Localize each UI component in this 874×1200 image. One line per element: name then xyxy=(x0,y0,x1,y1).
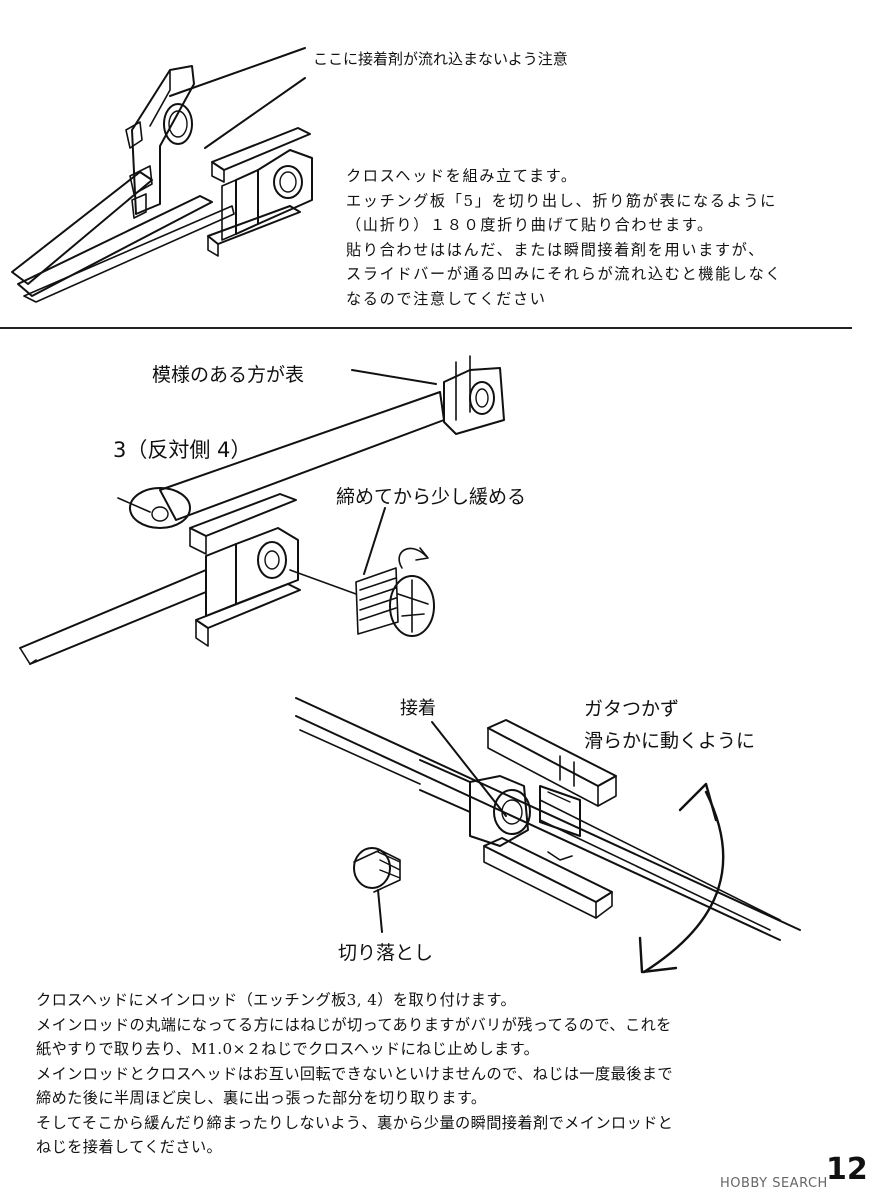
step2-line: そしてそこから緩んだり締まったりしないよう、裏から少量の瞬間接着剤でメインロッド… xyxy=(36,1113,674,1132)
cut-off-label: 切り落とし xyxy=(338,942,434,964)
mainrod-crosshead-illustration xyxy=(19,355,505,665)
glue-label: 接着 xyxy=(400,698,436,719)
step2-line: メインロッドの丸端になってる方にはねじが切ってありますがバリが残ってるので、これ… xyxy=(36,1015,672,1034)
tighten-loosen-label: 締めてから少し緩める xyxy=(336,486,527,508)
step2-line: ねじを接着してください。 xyxy=(36,1138,223,1156)
step1-instructions: クロスヘッドを組み立てます。 エッチング板「5」を切り出し、折り筋が表になるよう… xyxy=(346,164,782,311)
step2-line: メインロッドとクロスヘッドはお互い回転できないといけませんので、ねじは一度最後ま… xyxy=(36,1064,673,1083)
crosshead-etching-illustration xyxy=(11,47,313,303)
front-side-label: 模様のある方が表 xyxy=(152,364,305,386)
smooth-motion-label: 滑らかに動くように xyxy=(584,730,756,752)
step1-line: なるので注意してください xyxy=(346,289,547,308)
glue-caution-note: ここに接着剤が流れ込まないよう注意 xyxy=(313,50,568,68)
step2-line: 締めた後に半周ほど戻し、裏に出っ張った部分を切り取ります。 xyxy=(36,1089,487,1107)
step2-line: クロスヘッドにメインロッド（エッチング板3, 4）を取り付けます。 xyxy=(36,991,517,1009)
step1-line: スライドバーが通る凹みにそれらが流れ込むと機能しなく xyxy=(346,265,783,283)
part-number-label: 3（反対側 4） xyxy=(113,438,252,462)
step1-line: クロスヘッドを組み立てます。 xyxy=(346,167,578,185)
step2-instructions: クロスヘッドにメインロッド（エッチング板3, 4）を取り付けます。 メインロッド… xyxy=(36,988,673,1160)
step1-line: （山折り）１８０度折り曲げて貼り合わせます。 xyxy=(346,216,714,234)
step2-line: 紙やすりで取り去り、M1.0×２ねじでクロスヘッドにねじ止めします。 xyxy=(36,1040,540,1058)
no-play-label: ガタつかず xyxy=(584,698,680,720)
section-divider xyxy=(0,327,852,329)
step1-line: エッチング板「5」を切り出し、折り筋が表になるように xyxy=(346,191,777,210)
watermark-brand: HOBBY SEARCH xyxy=(720,1176,828,1191)
assembled-crosshead-illustration xyxy=(295,697,801,974)
step1-line: 貼り合わせははんだ、または瞬間接着剤を用いますが、 xyxy=(346,240,765,259)
page-number: 12 xyxy=(826,1152,868,1187)
